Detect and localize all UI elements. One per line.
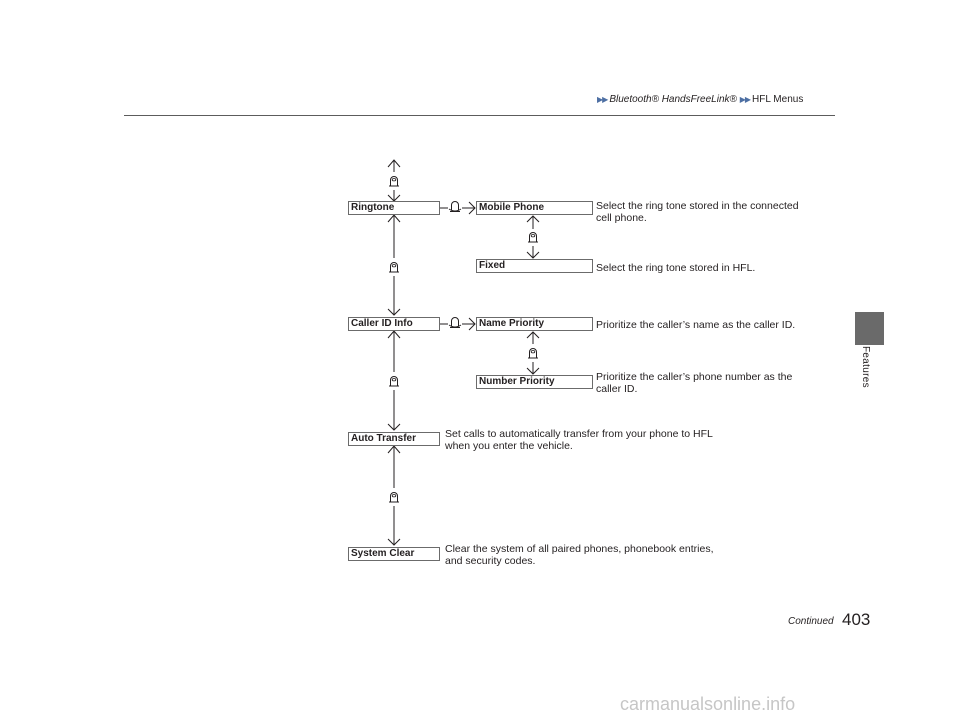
breadcrumb-arrow-icon: ▶▶	[597, 95, 608, 104]
auto-transfer-description: Set calls to automatically transfer from…	[445, 428, 713, 452]
selector-knob-rotate-icon	[388, 262, 400, 273]
fixed-description: Select the ring tone stored in HFL.	[596, 262, 756, 274]
selector-knob-rotate-icon	[388, 492, 400, 503]
selector-knob-rotate-icon	[388, 176, 400, 187]
menu-item-system-clear[interactable]: System Clear	[348, 547, 440, 561]
breadcrumb-arrow-icon: ▶▶	[739, 95, 751, 104]
menu-item-mobile-phone[interactable]: Mobile Phone	[476, 201, 593, 215]
name-priority-description: Prioritize the caller’s name as the call…	[596, 319, 796, 331]
breadcrumb-item-bluetooth[interactable]: Bluetooth® HandsFreeLink®	[609, 94, 737, 105]
continued-label: Continued	[788, 616, 834, 627]
menu-item-auto-transfer[interactable]: Auto Transfer	[348, 432, 440, 446]
selector-knob-rotate-icon	[527, 348, 539, 359]
section-label: Features	[860, 346, 871, 388]
header-rule	[124, 115, 835, 116]
selector-knob-press-icon	[448, 317, 462, 328]
breadcrumb: ▶▶Bluetooth® HandsFreeLink® ▶▶HFL Menus	[597, 94, 803, 105]
breadcrumb-item-hfl-menus[interactable]: HFL Menus	[752, 94, 804, 105]
watermark: carmanualsonline.info	[620, 694, 796, 714]
selector-knob-press-icon	[448, 201, 462, 212]
menu-item-name-priority[interactable]: Name Priority	[476, 317, 593, 331]
menu-item-ringtone[interactable]: Ringtone	[348, 201, 440, 215]
page-number: 403	[842, 610, 871, 629]
mobile-phone-description: Select the ring tone stored in the conne…	[596, 200, 799, 224]
selector-knob-rotate-icon	[388, 376, 400, 387]
system-clear-description: Clear the system of all paired phones, p…	[445, 543, 714, 567]
menu-item-caller-id-info[interactable]: Caller ID Info	[348, 317, 440, 331]
selector-knob-rotate-icon	[527, 232, 539, 243]
menu-item-number-priority[interactable]: Number Priority	[476, 375, 593, 389]
number-priority-description: Prioritize the caller’s phone number as …	[596, 371, 793, 395]
menu-item-fixed[interactable]: Fixed	[476, 259, 593, 273]
section-tab	[855, 312, 884, 345]
